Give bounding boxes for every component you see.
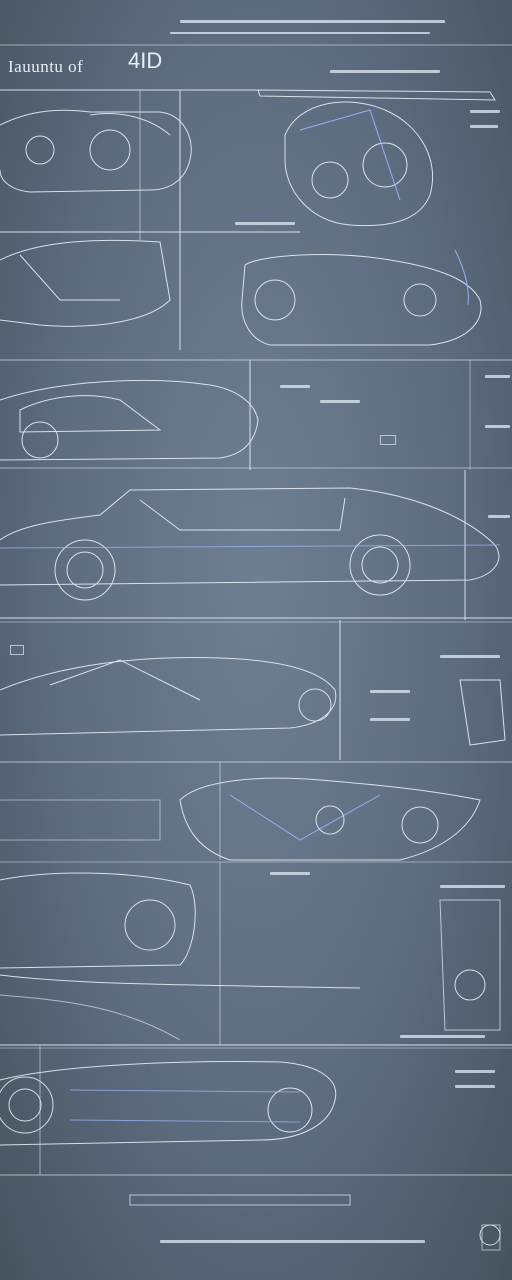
annotation-scribble [440,885,505,888]
annotation-scribble [470,110,500,113]
annotation-scribble [455,1085,495,1088]
annotation-scribble [470,125,498,128]
annotation-scribble [455,1070,495,1073]
annotation-scribble [488,515,510,518]
header-scribble [180,20,445,23]
annotation-scribble [270,872,310,875]
annotation-scribble [280,385,310,388]
annotation-box [10,645,24,655]
annotation-scribble [320,400,360,403]
sheet-title-right: 4ID [128,48,163,73]
annotation-scribble [440,655,500,658]
annotation-scribble [370,690,410,693]
annotation-scribble [235,222,295,225]
header-scribble [170,32,430,34]
annotation-scribble [370,718,410,721]
annotation-box [380,435,396,445]
annotation-scribble [330,70,440,73]
sheet-title-left: Iauuntu of [8,57,84,76]
annotation-scribble [485,425,510,428]
annotation-scribble [485,375,510,378]
annotation-scribble [400,1035,485,1038]
footer-scribble [160,1240,425,1243]
